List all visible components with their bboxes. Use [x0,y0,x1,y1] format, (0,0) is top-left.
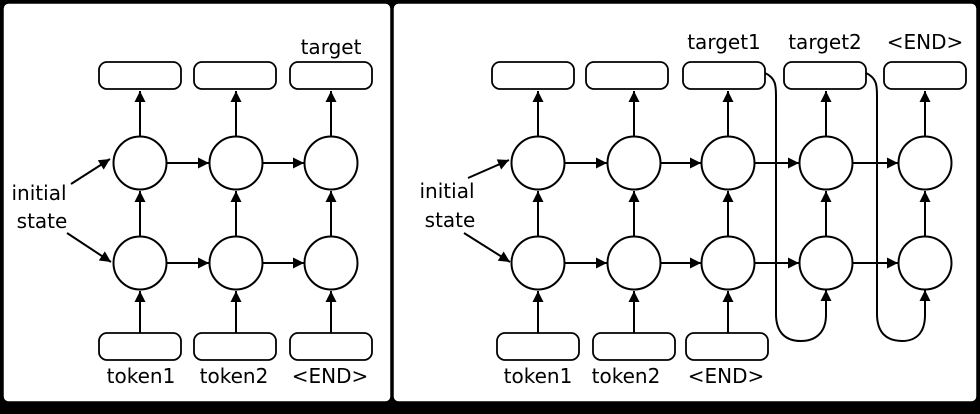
initial-state-arrow [70,158,111,185]
input-label: token1 [107,364,176,388]
right-panel: target1 target2 <END> token1 token2 <END… [391,1,979,404]
rnn-cell [510,235,566,291]
rnn-cell [303,235,359,291]
initial-state-arrow [463,232,511,263]
rnn-cell [798,135,854,191]
rnn-cell [897,135,953,191]
input-label: token2 [200,364,269,388]
initial-state-label: initial [12,181,67,205]
output-box [585,61,669,90]
input-box [193,332,277,361]
rnn-cell [700,135,756,191]
output-label: <END> [887,30,964,54]
output-box [883,61,967,90]
input-box [685,332,769,361]
input-label: token2 [592,364,661,388]
left-panel: target token1 token2 <END> initial state [1,1,393,404]
rnn-cell [510,135,566,191]
rnn-cell [798,235,854,291]
initial-state-arrow [66,232,112,263]
rnn-cell [112,235,168,291]
output-box [783,61,867,90]
rnn-cell [606,135,662,191]
output-box [193,61,277,90]
input-box [98,332,182,361]
initial-state-label: state [425,208,476,232]
input-label: token1 [504,364,573,388]
rnn-cell [606,235,662,291]
output-box [289,61,373,90]
feedback-curve [865,72,931,343]
input-box [289,332,373,361]
initial-state-label: state [17,209,68,233]
input-label: <END> [688,364,765,388]
output-label: target1 [687,30,761,54]
input-box [496,332,580,361]
feedback-curve [764,72,832,343]
output-label: target2 [788,30,862,54]
rnn-cell [208,235,264,291]
rnn-cell [700,235,756,291]
rnn-cell [208,135,264,191]
output-box [491,61,575,90]
initial-state-arrow [467,159,510,179]
output-box [98,61,182,90]
initial-state-label: initial [420,179,475,203]
output-box [682,61,766,90]
rnn-cell [303,135,359,191]
output-label: target [301,35,362,59]
input-box [592,332,676,361]
rnn-cell [897,235,953,291]
rnn-cell [112,135,168,191]
input-label: <END> [292,364,369,388]
